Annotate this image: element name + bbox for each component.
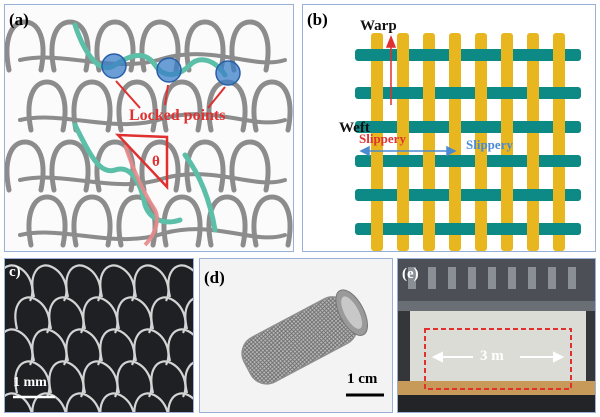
weft-over-warp: [396, 223, 410, 235]
fiber-loop: [167, 264, 193, 298]
warp-yarn: [527, 33, 539, 251]
panel-d-label: (d): [204, 268, 225, 287]
weft-over-warp: [422, 49, 436, 61]
knit-loop: [49, 139, 91, 193]
weft-over-warp: [370, 49, 384, 61]
fabric-width-label: 3 m: [480, 348, 504, 364]
knit-loop: [139, 19, 181, 73]
knit-loop: [71, 194, 113, 248]
slippery-horizontal-label: Slippery: [466, 137, 513, 152]
knit-loop: [206, 194, 248, 248]
knit-loop: [251, 194, 293, 248]
knit-loop: [161, 79, 203, 133]
weft-yarn: [355, 223, 581, 235]
locked-point-markers: [101, 53, 241, 86]
knit-course: [18, 227, 287, 242]
panel-b-label: (b): [307, 10, 328, 29]
scale-bar-1mm-label: 1 mm: [13, 375, 47, 390]
knit-loop: [229, 139, 271, 193]
weft-over-warp: [474, 49, 488, 61]
weft-over-warp: [448, 223, 462, 235]
weft-over-warp: [500, 223, 514, 235]
knit-course: [18, 172, 287, 187]
panel-a-label: (a): [9, 10, 29, 29]
knit-micrograph-image: [5, 259, 193, 412]
panel-a: (a) Locked points θ: [4, 4, 294, 252]
panel-c-label: c): [9, 264, 21, 280]
knit-loop: [116, 194, 158, 248]
weft-yarn: [355, 189, 581, 201]
weft-yarn: [355, 121, 581, 133]
panel-b: (b) Warp Weft Slippery Slippery: [302, 4, 596, 252]
scale-bar-1cm-label: 1 cm: [347, 371, 378, 387]
knit-loop: [5, 139, 46, 193]
fiber-loop: [184, 361, 193, 394]
weft-over-warp: [422, 189, 436, 201]
warp-label: Warp: [360, 18, 397, 34]
weft-over-warp: [474, 189, 488, 201]
knit-loop: [184, 19, 226, 73]
fiber-loop: [31, 392, 67, 412]
fiber-loop: [167, 392, 193, 412]
knit-course: [18, 112, 287, 127]
slippery-vertical-label: Slippery: [359, 131, 406, 146]
fiber-loop: [184, 297, 193, 330]
weft-over-warp: [370, 189, 384, 201]
knit-structure-diagram: [5, 19, 293, 248]
weft-over-warp: [396, 87, 410, 99]
weft-over-warp: [448, 87, 462, 99]
weft-over-warp: [500, 87, 514, 99]
warp-yarn: [449, 33, 461, 251]
fiber-loop: [133, 392, 169, 412]
weft-over-warp: [526, 189, 540, 201]
weft-over-warp: [370, 121, 384, 133]
weft-over-warp: [526, 49, 540, 61]
knit-loop: [184, 139, 226, 193]
panel-d: (d) 1 cm: [199, 258, 393, 413]
weft-over-warp: [552, 155, 566, 167]
weft-over-warp: [500, 155, 514, 167]
weft-over-warp: [552, 87, 566, 99]
weft-over-warp: [474, 121, 488, 133]
weft-yarn: [355, 49, 581, 61]
weft-yarn: [355, 87, 581, 99]
woven-structure-diagram: [355, 33, 581, 251]
knit-loop: [251, 79, 293, 133]
weft-over-warp: [396, 155, 410, 167]
weft-over-warp: [526, 121, 540, 133]
angle-theta-label: θ: [152, 154, 160, 170]
warp-yarn: [553, 33, 565, 251]
weft-over-warp: [422, 121, 436, 133]
knit-loop: [49, 19, 91, 73]
knitting-machine-photo: [398, 259, 595, 412]
panel-e-label: (e): [402, 266, 419, 282]
weft-yarn: [355, 155, 581, 167]
rolled-mesh-photo: [200, 259, 392, 412]
knit-loop: [71, 79, 113, 133]
warp-yarn: [423, 33, 435, 251]
panel-c: c) 1 mm: [4, 258, 194, 413]
knit-loop: [5, 19, 46, 73]
knit-loop: [139, 139, 181, 193]
panel-e: (e) 3 m: [397, 258, 596, 413]
knit-loop: [26, 194, 68, 248]
knit-loop: [116, 79, 158, 133]
knit-loop: [229, 19, 271, 73]
weft-over-warp: [448, 155, 462, 167]
knit-loop: [94, 19, 136, 73]
weft-over-warp: [552, 223, 566, 235]
fiber-loop: [5, 392, 33, 412]
fiber-loop: [167, 328, 193, 362]
fiber-loop: [65, 392, 101, 412]
fiber-loop: [99, 392, 135, 412]
weft-label: Weft: [339, 120, 370, 136]
knit-loop: [26, 79, 68, 133]
locked-points-label: Locked points: [129, 107, 226, 124]
